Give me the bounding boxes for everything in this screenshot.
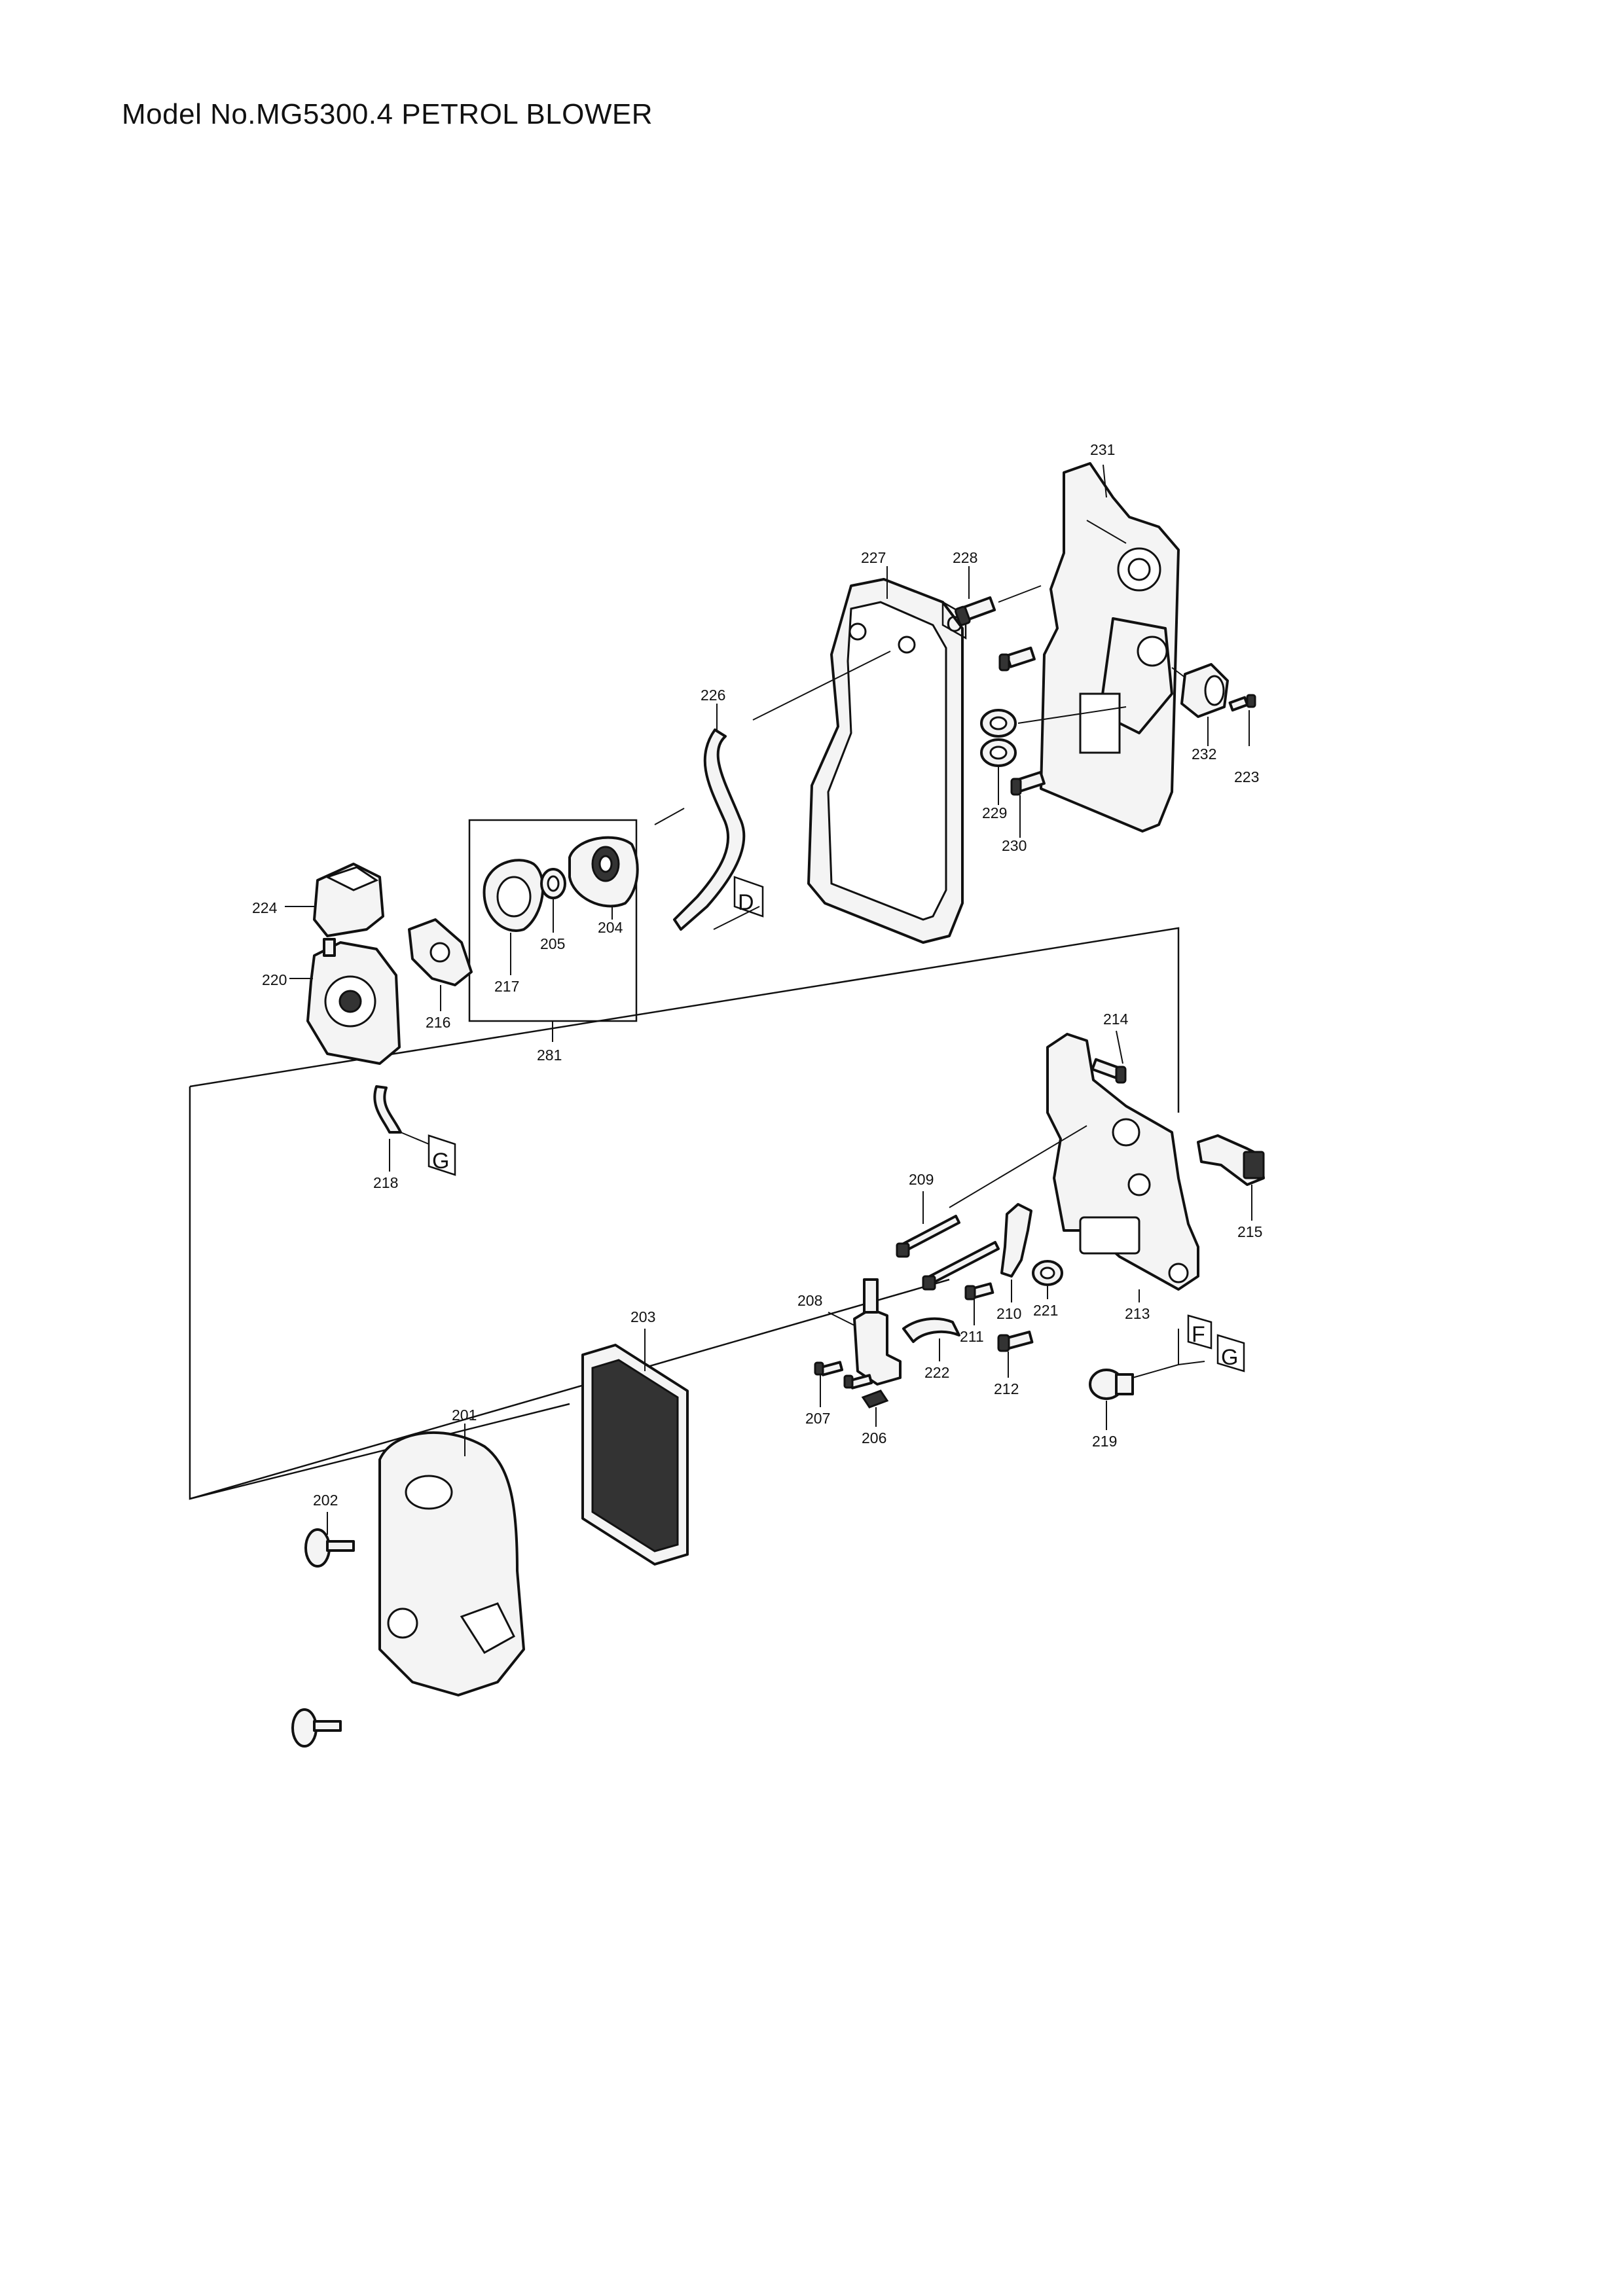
callout-213: 213: [1125, 1305, 1150, 1322]
part-232-fitting: [1171, 663, 1229, 746]
callout-220: 220: [262, 971, 287, 988]
callout-203: 203: [630, 1308, 655, 1325]
part-202-knob-lower: [291, 1708, 342, 1748]
part-228-screw: [955, 566, 1042, 626]
callout-230: 230: [1002, 837, 1027, 854]
part-223-screw: [1228, 694, 1256, 746]
callout-202: 202: [313, 1492, 338, 1509]
ref-g-box-upper: G: [428, 1134, 456, 1176]
ref-g-label-lower: G: [1221, 1345, 1238, 1370]
ref-f-label: F: [1192, 1322, 1205, 1347]
part-211-screw: [964, 1282, 994, 1325]
part-227-gasket: [752, 566, 964, 944]
callout-228: 228: [953, 549, 977, 566]
callout-232: 232: [1192, 745, 1216, 762]
callout-210: 210: [996, 1305, 1021, 1322]
callout-207: 207: [805, 1410, 830, 1427]
part-220-carburetor: [289, 938, 401, 1065]
callout-216: 216: [426, 1014, 450, 1031]
callout-222: 222: [924, 1364, 949, 1381]
callout-281: 281: [537, 1047, 562, 1064]
part-206-spacer: [861, 1390, 889, 1427]
part-216-gasket: [408, 918, 473, 1011]
callout-217: 217: [494, 978, 519, 995]
callout-231: 231: [1090, 441, 1115, 458]
part-212-screw: [997, 1331, 1034, 1378]
part-229-grommets: [980, 706, 1127, 805]
callout-215: 215: [1237, 1223, 1262, 1240]
part-224-cover: [285, 863, 384, 937]
callout-numbers: 231 227 228 226 232 223 229 230 224 204 …: [252, 441, 1262, 1509]
callout-224: 224: [252, 899, 278, 916]
callout-223: 223: [1234, 768, 1259, 785]
page-title: Model No.MG5300.4 PETROL BLOWER: [122, 98, 653, 130]
callout-219: 219: [1092, 1433, 1117, 1450]
callout-229: 229: [982, 804, 1007, 821]
ref-g-label-upper: G: [432, 1149, 449, 1174]
part-215-lever: [1197, 1134, 1265, 1221]
part-210-link-arm: [1000, 1203, 1032, 1302]
callout-211: 211: [960, 1328, 984, 1345]
part-230-screw: [1010, 770, 1046, 838]
callout-212: 212: [994, 1380, 1019, 1397]
part-204-adapter: [568, 808, 685, 920]
callout-221: 221: [1033, 1302, 1058, 1319]
part-214-screw: [1091, 1030, 1127, 1084]
part-203-air-filter: [581, 1329, 689, 1566]
callout-227: 227: [861, 549, 886, 566]
callout-206: 206: [862, 1429, 886, 1446]
ref-d-label: D: [738, 890, 754, 915]
part-226-hose: [673, 704, 760, 931]
part-231-plate: [1040, 462, 1180, 833]
callout-214: 214: [1103, 1011, 1129, 1028]
part-207-screws: [814, 1361, 873, 1407]
callout-218: 218: [373, 1174, 398, 1191]
callout-205: 205: [540, 935, 565, 952]
callout-204: 204: [598, 919, 623, 936]
part-218-hose: [373, 1085, 429, 1172]
part-213-carb-plate: [1046, 1033, 1199, 1302]
part-219-primer-bulb: [1089, 1329, 1205, 1430]
callout-209: 209: [909, 1171, 934, 1188]
part-205-ring: [540, 868, 566, 933]
part-222-hose: [902, 1317, 960, 1361]
screw-near-231: [998, 646, 1036, 672]
part-221-grommet: [1032, 1260, 1063, 1299]
part-217-clamp: [483, 859, 545, 975]
callout-201: 201: [452, 1407, 477, 1424]
callout-208: 208: [797, 1292, 822, 1309]
part-201-cover: [378, 1424, 525, 1696]
part-202-knob-upper: [304, 1512, 355, 1568]
assembly-frame-lines: [189, 819, 1180, 1500]
part-209-long-screws: [896, 1125, 1087, 1291]
ref-g-box-lower: G: [1216, 1334, 1245, 1372]
ref-f-box: F: [1187, 1314, 1213, 1350]
callout-226: 226: [701, 687, 725, 704]
ref-d-box: D: [733, 876, 764, 918]
